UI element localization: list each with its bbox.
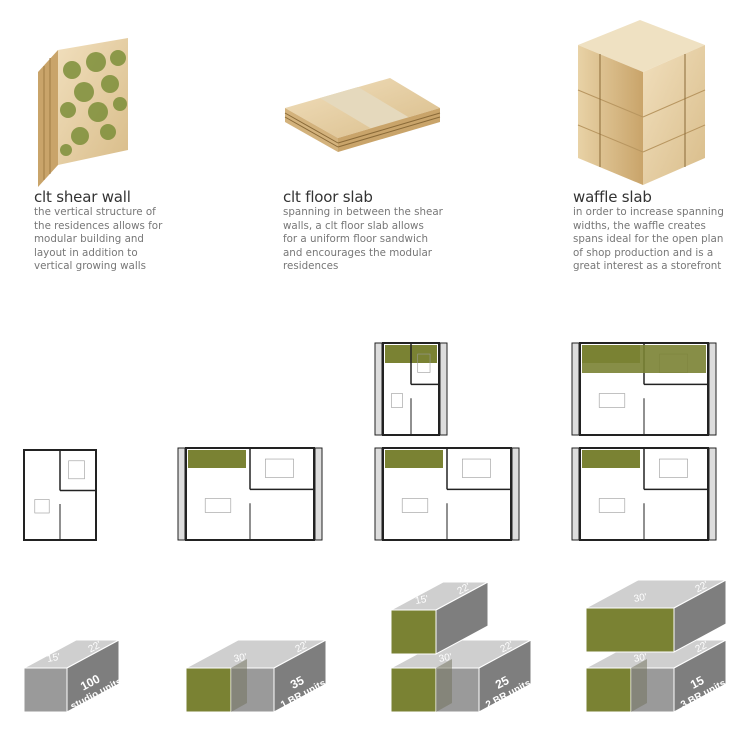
- component-title: clt shear wall: [34, 188, 131, 206]
- table: [401, 498, 429, 513]
- table: [204, 498, 232, 513]
- component-title: waffle slab: [573, 188, 652, 206]
- dimension-width: 30': [233, 652, 248, 665]
- green-wall-zone: [582, 345, 706, 373]
- component-title: clt floor slab: [283, 188, 373, 206]
- clt-floor-slab-illustration: [284, 78, 441, 152]
- unit-count: 15: [688, 673, 707, 692]
- floor-plan: [374, 342, 448, 436]
- dimension-width: 15': [414, 594, 429, 607]
- green-unit-face: [185, 667, 232, 713]
- component-clt-floor-slab: clt floor slab spanning in between the s…: [283, 188, 463, 274]
- unit-box-2br-upper: 15' 22': [390, 581, 489, 655]
- unit-box-3br-lower: 30'22'153 BR units: [585, 639, 728, 713]
- waffle-slab-illustration: [577, 20, 706, 185]
- dimension-width: 30': [633, 652, 648, 665]
- green-unit-side: [436, 659, 452, 712]
- green-unit-face: [585, 607, 675, 653]
- unit-box-3br-upper: 30' 22': [585, 579, 727, 653]
- side-wall: [314, 447, 323, 541]
- dimension-width: 30': [633, 592, 648, 605]
- side-wall: [374, 447, 383, 541]
- unit-box-1br: 30'22'351 BR units: [185, 639, 328, 713]
- floor-plan: [374, 447, 520, 541]
- green-unit-face: [390, 667, 437, 713]
- box-front-face: [23, 667, 68, 713]
- table: [391, 393, 403, 408]
- dimension-depth: 22': [87, 639, 104, 655]
- table: [34, 499, 50, 514]
- side-wall: [511, 447, 520, 541]
- table: [598, 393, 626, 408]
- bed: [265, 458, 294, 478]
- side-wall: [439, 342, 448, 436]
- dimension-depth: 22': [456, 581, 473, 597]
- unit-count: 35: [288, 673, 307, 692]
- green-wall-zone: [385, 450, 443, 468]
- component-clt-shear-wall: clt shear wall the vertical structure of…: [34, 188, 214, 274]
- table: [598, 498, 626, 513]
- side-wall: [374, 342, 383, 436]
- green-wall-zone: [188, 450, 246, 468]
- side-wall: [571, 342, 580, 436]
- dimension-depth: 22': [499, 639, 516, 655]
- component-waffle-slab: waffle slab in order to increase spannin…: [573, 188, 741, 274]
- green-wall-zone: [582, 450, 640, 468]
- dimension-depth: 22': [694, 639, 711, 655]
- dimension-width: 15': [46, 652, 61, 665]
- unit-count: 25: [493, 673, 512, 692]
- floor-plan: [177, 447, 323, 541]
- dimension-depth: 22': [294, 639, 311, 655]
- bed: [659, 458, 688, 478]
- floor-plans: [23, 342, 717, 541]
- dimension-depth: 22': [694, 579, 711, 595]
- floor-plan: [23, 449, 97, 541]
- unit-box-2br-lower: 30'22'252 BR units: [390, 639, 533, 713]
- dimension-width: 30': [438, 652, 453, 665]
- green-unit-face: [585, 667, 632, 713]
- floor-plan: [571, 447, 717, 541]
- green-unit-side: [231, 659, 247, 712]
- side-wall: [708, 342, 717, 436]
- green-unit-side: [631, 659, 647, 712]
- side-wall: [177, 447, 186, 541]
- bed: [68, 460, 85, 480]
- side-wall: [571, 447, 580, 541]
- green-unit-face: [390, 609, 437, 655]
- bed: [417, 353, 431, 373]
- bed: [462, 458, 491, 478]
- side-wall: [708, 447, 717, 541]
- clt-shear-wall-illustration: [38, 38, 128, 187]
